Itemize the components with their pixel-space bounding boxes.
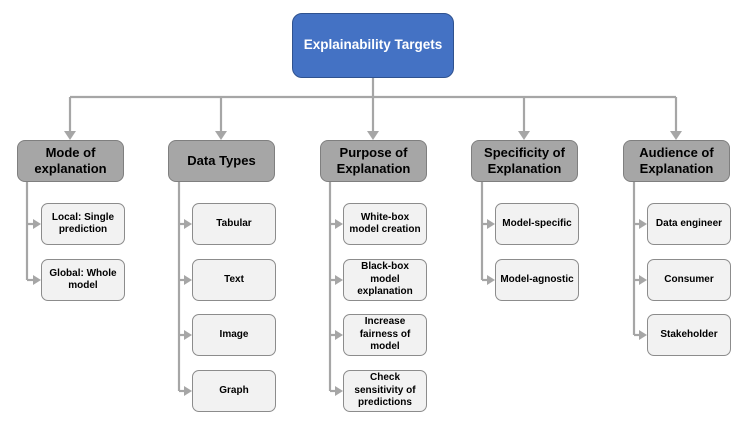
- leaf-tabular: Tabular: [192, 203, 276, 245]
- arrow-audience: [670, 131, 682, 140]
- category-mode-of-explanation: Mode of explanation: [17, 140, 124, 182]
- leaf-white-box-model-creation: White-box model creation: [343, 203, 427, 245]
- root-node: Explainability Targets: [292, 13, 454, 78]
- leaf-global-whole-model: Global: Whole model: [41, 259, 125, 301]
- arrow-purpose-2: [335, 275, 343, 285]
- leaf-consumer: Consumer: [647, 259, 731, 301]
- category-data-types: Data Types: [168, 140, 275, 182]
- leaf-stakeholder: Stakeholder: [647, 314, 731, 356]
- leaf-data-engineer: Data engineer: [647, 203, 731, 245]
- arrow-datatypes-1: [184, 219, 192, 229]
- category-audience-of-explanation: Audience of Explanation: [623, 140, 730, 182]
- leaf-model-agnostic: Model-agnostic: [495, 259, 579, 301]
- arrow-mode-2: [33, 275, 41, 285]
- leaf-black-box-model-explanation: Black-box model explanation: [343, 259, 427, 301]
- arrow-audience-1: [639, 219, 647, 229]
- leaf-text: Text: [192, 259, 276, 301]
- arrow-purpose-4: [335, 386, 343, 396]
- arrow-purpose-3: [335, 330, 343, 340]
- arrow-datatypes-4: [184, 386, 192, 396]
- category-specificity-of-explanation: Specificity of Explanation: [471, 140, 578, 182]
- arrow-audience-2: [639, 275, 647, 285]
- arrow-mode: [64, 131, 76, 140]
- arrow-specificity-2: [487, 275, 495, 285]
- leaf-model-specific: Model-specific: [495, 203, 579, 245]
- leaf-check-sensitivity-of-predictions: Check sensitivity of predictions: [343, 370, 427, 412]
- arrow-specificity: [518, 131, 530, 140]
- arrow-audience-3: [639, 330, 647, 340]
- arrow-datatypes-3: [184, 330, 192, 340]
- category-purpose-of-explanation: Purpose of Explanation: [320, 140, 427, 182]
- arrow-mode-1: [33, 219, 41, 229]
- leaf-image: Image: [192, 314, 276, 356]
- arrow-datatypes: [215, 131, 227, 140]
- leaf-local-single-prediction: Local: Single prediction: [41, 203, 125, 245]
- arrow-specificity-1: [487, 219, 495, 229]
- leaf-increase-fairness-of-model: Increase fairness of model: [343, 314, 427, 356]
- arrow-datatypes-2: [184, 275, 192, 285]
- arrow-purpose: [367, 131, 379, 140]
- leaf-graph: Graph: [192, 370, 276, 412]
- arrow-purpose-1: [335, 219, 343, 229]
